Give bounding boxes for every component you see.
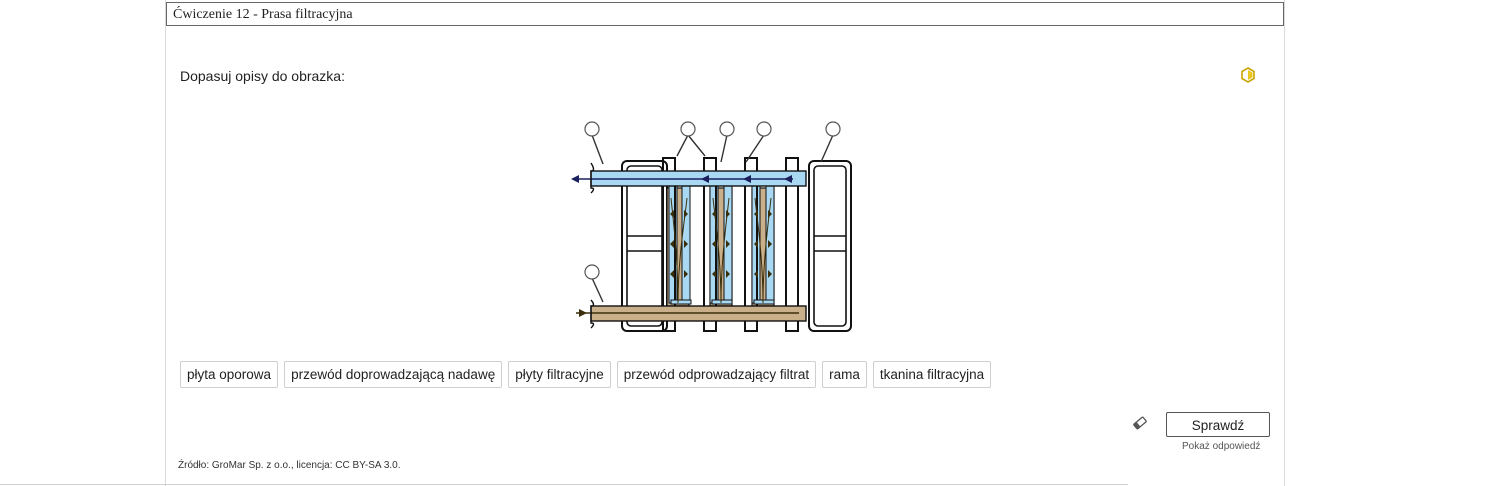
check-button[interactable]: Sprawdź — [1166, 412, 1270, 437]
drop-target-3[interactable] — [719, 121, 735, 137]
filter-press-diagram — [571, 121, 852, 332]
instruction-text: Dopasuj opisy do obrazka: — [180, 68, 345, 84]
drop-target-5[interactable] — [825, 121, 841, 137]
label-chip-rama[interactable]: rama — [822, 361, 867, 388]
hint-icon[interactable] — [1240, 67, 1256, 83]
show-answer-link[interactable]: Pokaż odpowiedź — [1182, 441, 1261, 452]
label-chip-przewod-nadawa[interactable]: przewód doprowadzającą nadawę — [284, 361, 503, 388]
drop-target-1[interactable] — [584, 121, 600, 137]
label-chip-plyty-filtracyjne[interactable]: płyty filtracyjne — [508, 361, 611, 388]
label-chip-przewod-filtrat[interactable]: przewód odprowadzający filtrat — [616, 361, 817, 388]
label-chip-plyta-oporowa[interactable]: płyta oporowa — [180, 361, 279, 388]
exercise-title: Ćwiczenie 12 - Prasa filtracyjna — [173, 7, 353, 22]
exercise-panel: Ćwiczenie 12 - Prasa filtracyjna Dopasuj… — [165, 0, 1285, 486]
label-chips: płyta oporowa przewód doprowadzającą nad… — [180, 361, 992, 388]
label-chip-tkanina[interactable]: tkanina filtracyjna — [872, 361, 992, 388]
drop-target-6[interactable] — [584, 264, 600, 280]
eraser-icon[interactable] — [1132, 415, 1148, 431]
exercise-title-bar: Ćwiczenie 12 - Prasa filtracyjna — [166, 2, 1284, 26]
bottom-divider — [0, 484, 1128, 485]
source-note: Źródło: GroMar Sp. z o.o., licencja: CC … — [178, 460, 401, 471]
drop-target-2[interactable] — [680, 121, 696, 137]
drop-target-4[interactable] — [756, 121, 772, 137]
